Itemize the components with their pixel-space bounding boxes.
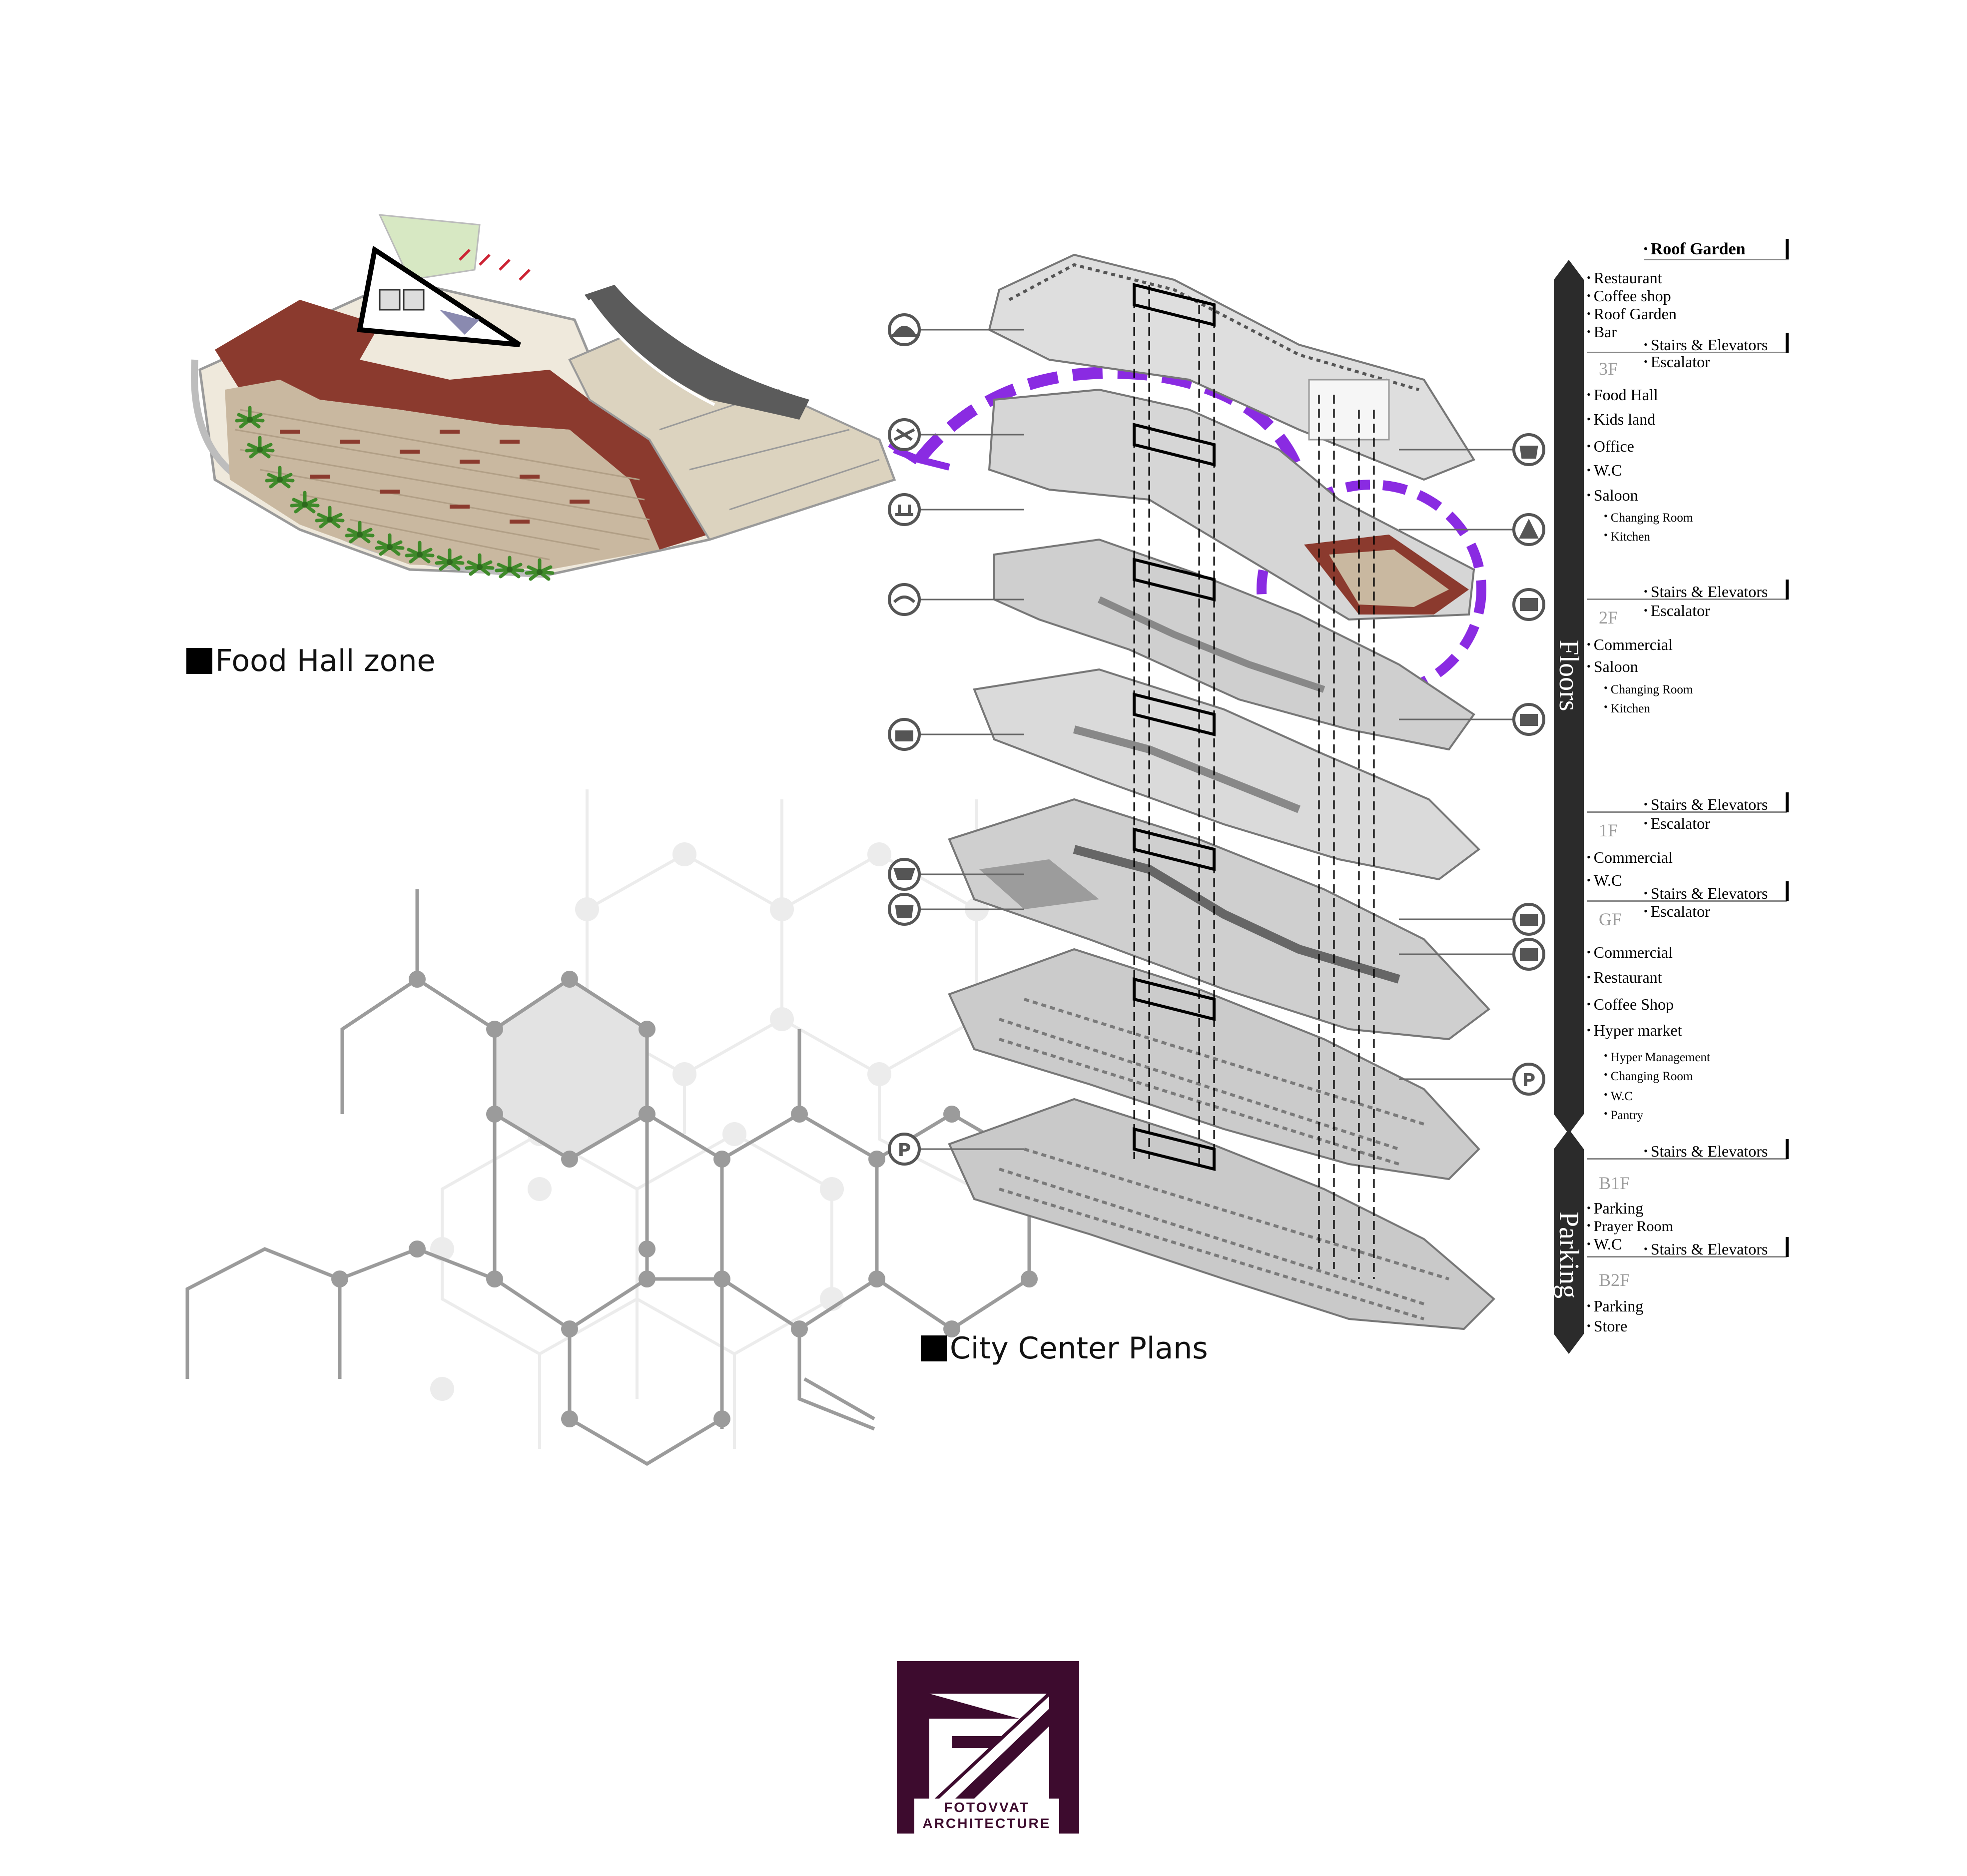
coffee-icon — [888, 893, 921, 926]
legend-tick — [1786, 580, 1789, 600]
floor-icons-right: P — [1512, 433, 1545, 1096]
legend-gf-item: •Coffee Shop — [1587, 995, 1674, 1013]
city-center-caption-text: City Center Plans — [950, 1331, 1208, 1366]
parking-icon: P — [888, 1133, 921, 1166]
hexagon-network-icon — [185, 789, 1075, 1466]
shopping-cart-icon — [888, 858, 921, 891]
legend-floor-label: GF — [1599, 909, 1622, 929]
legend-2f-subitem: •Kitchen — [1604, 700, 1650, 715]
legend-escalator: •Escalator — [1644, 353, 1710, 371]
legend-3f-item: •Food Hall — [1587, 386, 1658, 404]
cake-icon — [1512, 703, 1545, 736]
legend-stairs: •Stairs & Elevators — [1644, 336, 1768, 354]
building-icon — [1512, 938, 1545, 971]
food-hall-caption-text: Food Hall zone — [215, 643, 436, 678]
svg-text:P: P — [898, 1140, 911, 1161]
city-center-caption: City Center Plans — [921, 1331, 1208, 1366]
legend-rule — [1587, 900, 1787, 902]
legend-3f-item: •W.C — [1587, 461, 1622, 479]
legend-escalator: •Escalator — [1644, 602, 1710, 620]
legend-stairs: •Stairs & Elevators — [1644, 795, 1768, 813]
legend-gf-item: •Hyper market — [1587, 1021, 1682, 1039]
legend-3f-subitem: •Kitchen — [1604, 529, 1650, 544]
dining-icon — [888, 493, 921, 526]
legend-roof-item: •Restaurant — [1587, 269, 1662, 287]
logo-mark — [897, 1661, 1079, 1834]
legend-bars — [1554, 260, 1584, 1354]
legend-rule — [1587, 811, 1787, 813]
legend-tick — [1786, 239, 1789, 259]
dining-icon — [888, 418, 921, 451]
legend-b2f-item: •Store — [1587, 1317, 1628, 1335]
legend-floor-label: 1F — [1599, 820, 1618, 840]
legend-roof-item: •Bar — [1587, 323, 1617, 341]
legend-gf-subitem: •Hyper Management — [1604, 1049, 1710, 1064]
legend-floor-label: B2F — [1599, 1270, 1630, 1290]
legend-gf-item: •Commercial — [1587, 943, 1673, 961]
legend-1f-item: •Commercial — [1587, 848, 1673, 866]
cake-icon — [1512, 903, 1545, 936]
caption-bullet — [921, 1335, 947, 1361]
legend-tick — [1786, 881, 1789, 901]
legend-3f-subitem: •Changing Room — [1604, 510, 1693, 525]
legend-3f-item: •Kids land — [1587, 410, 1656, 428]
legend-roof-garden: •Roof Garden — [1644, 240, 1746, 258]
legend-rule — [1587, 352, 1787, 353]
legend-3f-item: •Office — [1587, 437, 1634, 455]
legend-b1f-item: •W.C — [1587, 1235, 1622, 1253]
legend-gf-subitem: •Pantry — [1604, 1107, 1643, 1122]
logo-line-2: ARCHITECTURE — [922, 1816, 1051, 1831]
legend-gf-item: •Restaurant — [1587, 968, 1662, 986]
floor-icons-left: P — [888, 313, 921, 1166]
legend-stairs: •Stairs & Elevators — [1644, 1240, 1768, 1258]
legend-3f-item: •Saloon — [1587, 486, 1638, 504]
legend-floor-label: B1F — [1599, 1173, 1630, 1193]
legend-roof-item: •Coffee shop — [1587, 287, 1671, 305]
parking-section-label: Parking — [1553, 1211, 1584, 1299]
legend-floor-label: 2F — [1599, 608, 1618, 627]
legend-escalator: •Escalator — [1644, 814, 1710, 832]
caption-bullet — [186, 648, 212, 674]
legend-gf-subitem: •Changing Room — [1604, 1068, 1693, 1083]
legend-escalator: •Escalator — [1644, 902, 1710, 920]
legend-rule — [1587, 1256, 1787, 1257]
dining-icon — [888, 583, 921, 616]
legend-tick — [1786, 333, 1789, 353]
cake-icon — [888, 718, 921, 751]
logo-line-1: FOTOVVAT — [944, 1800, 1030, 1815]
food-hall-plan — [191, 214, 896, 579]
restaurant-cloche-icon — [888, 313, 921, 346]
legend-b2f-item: •Parking — [1587, 1297, 1644, 1315]
legend-rule — [1644, 259, 1789, 260]
legend-1f-item: •W.C — [1587, 871, 1622, 889]
legend-stairs: •Stairs & Elevators — [1644, 884, 1768, 902]
legend-rule — [1587, 1158, 1787, 1160]
coffee-icon — [1512, 433, 1545, 466]
food-hall-caption: Food Hall zone — [186, 643, 435, 678]
legend-stairs: •Stairs & Elevators — [1644, 583, 1768, 601]
legend-tick — [1786, 792, 1789, 812]
svg-text:P: P — [1522, 1070, 1535, 1091]
legend-tick — [1786, 1139, 1789, 1159]
legend-2f-item: •Commercial — [1587, 635, 1673, 653]
legend-2f-item: •Saloon — [1587, 657, 1638, 675]
legend-floor-label: 3F — [1599, 359, 1618, 379]
exploded-floor-stack — [919, 253, 1514, 1330]
legend-b1f-item: •Prayer Room — [1587, 1218, 1673, 1235]
parking-icon: P — [1512, 1063, 1545, 1096]
floors-section-label: Floors — [1553, 639, 1584, 711]
legend-roof-item: •Roof Garden — [1587, 305, 1677, 323]
cake-icon — [1512, 588, 1545, 621]
legend-b1f-item: •Parking — [1587, 1199, 1644, 1217]
legend-rule — [1587, 599, 1787, 600]
legend-2f-subitem: •Changing Room — [1604, 681, 1693, 696]
building-icon — [1512, 513, 1545, 546]
legend-stairs: •Stairs & Elevators — [1644, 1142, 1768, 1160]
legend-tick — [1786, 1237, 1789, 1257]
legend-gf-subitem: •W.C — [1604, 1088, 1633, 1103]
